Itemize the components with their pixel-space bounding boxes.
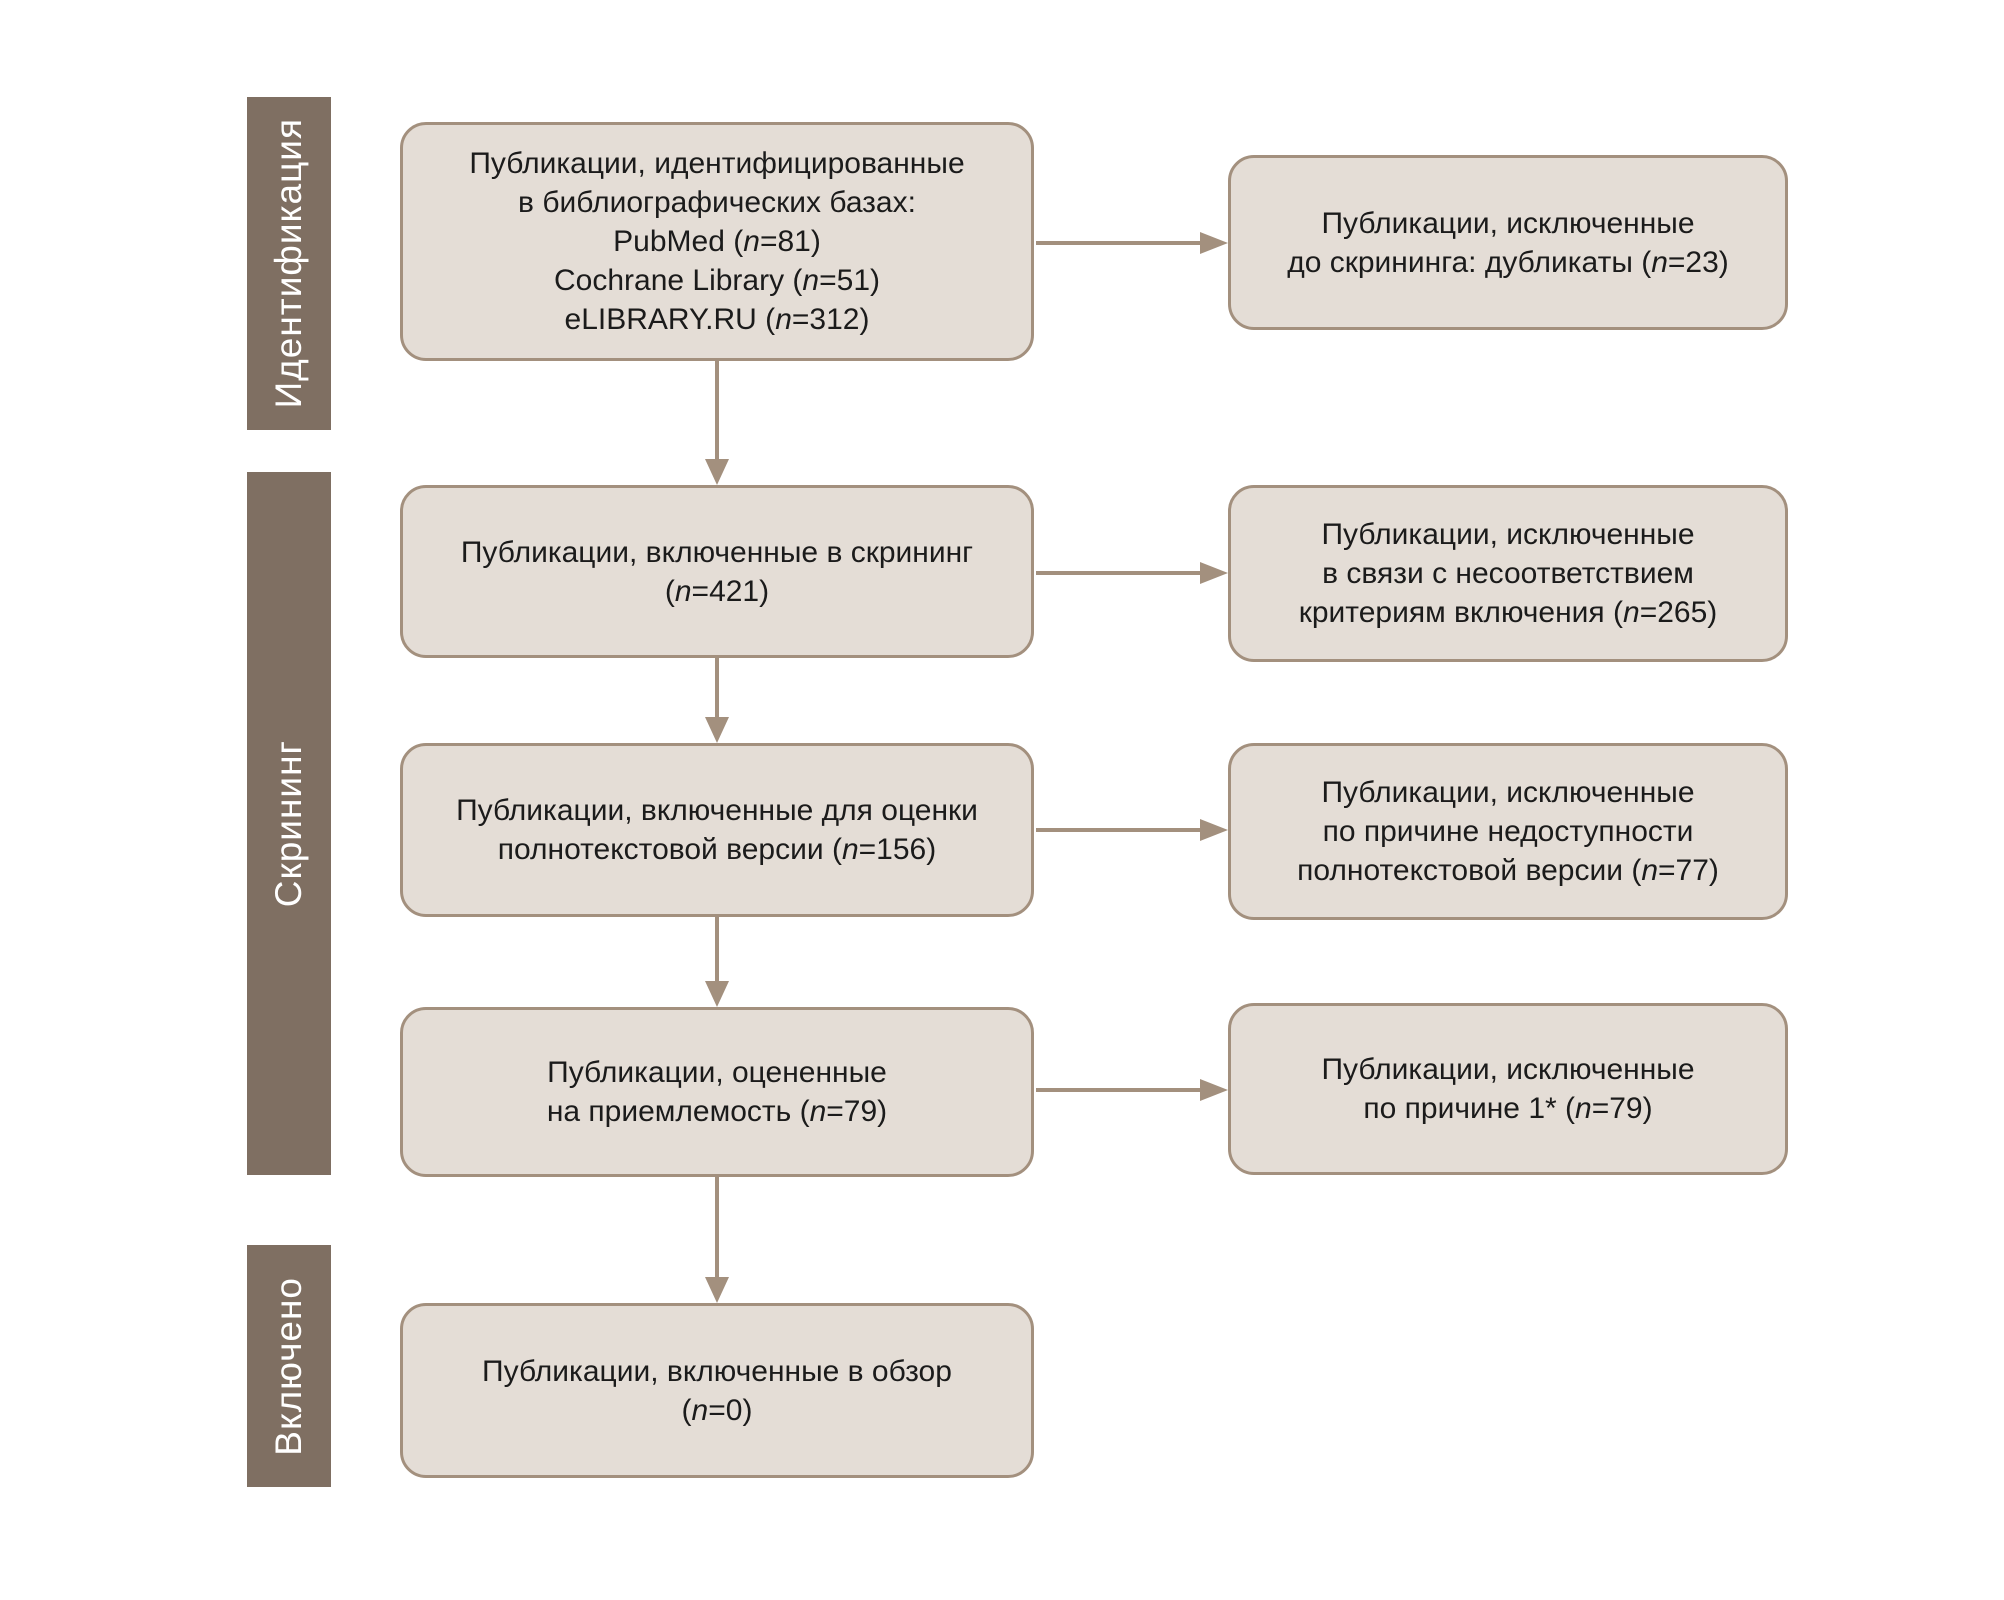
arrow-down-1-icon — [705, 361, 729, 485]
arrow-right-1-icon — [1036, 232, 1228, 254]
stage-label-screening: Скрининг — [268, 739, 309, 908]
box-text-line: (n=421) — [664, 574, 770, 608]
arrow-down-3-icon — [705, 917, 729, 1007]
box-text-line: до скрининга: дубликаты (n=23) — [1287, 245, 1729, 279]
arrow-shaft — [1036, 241, 1202, 245]
box-text-line: критериям включения (n=265) — [1298, 596, 1718, 629]
stage-label-included: Включено — [268, 1276, 309, 1456]
box-text-line: Публикации, исключенные — [1321, 206, 1695, 240]
box-text-line: по причине 1* (n=79) — [1363, 1092, 1653, 1125]
box-text-line: полнотекстовой версии (n=156) — [497, 833, 937, 866]
box-text-line: в связи с несоответствием — [1322, 557, 1694, 590]
flow-box-included-in-review: Публикации, включенные в обзор (n=0) — [400, 1303, 1034, 1478]
box-text-line: Cochrane Library (n=51) — [553, 264, 880, 297]
arrow-down-4-icon — [705, 1177, 729, 1303]
excluded-box-duplicates: Публикации, исключенные до скрининга: дуб… — [1228, 155, 1788, 330]
flow-box-fulltext-assessed: Публикации, включенные для оценки полноте… — [400, 743, 1034, 917]
box-text-line: Публикации, оцененные — [547, 1056, 887, 1089]
arrow-shaft — [1036, 828, 1202, 832]
excluded-box-reason-1: Публикации, исключенные по причине 1* (n=… — [1228, 1003, 1788, 1175]
arrow-head — [1200, 562, 1228, 584]
arrow-right-3-icon — [1036, 819, 1228, 841]
arrow-head — [705, 717, 729, 743]
arrow-head — [1200, 1079, 1228, 1101]
flow-box-eligibility-assessed: Публикации, оцененные на приемлемость (n=… — [400, 1007, 1034, 1177]
arrow-shaft — [1036, 1088, 1202, 1092]
arrow-right-2-icon — [1036, 562, 1228, 584]
stage-bar-identification: Идентификация — [247, 97, 331, 430]
arrow-head — [1200, 819, 1228, 841]
arrow-shaft — [715, 361, 719, 461]
box-text-line: полнотекстовой версии (n=77) — [1297, 854, 1719, 887]
box-text-line: Публикации, включенные для оценки — [456, 794, 978, 827]
arrow-head — [705, 1277, 729, 1303]
box-text-line: Публикации, включенные в скрининг — [460, 535, 974, 569]
box-text-line: Публикации, исключенные — [1321, 1053, 1695, 1086]
stage-bar-included: Включено — [247, 1245, 331, 1487]
stage-label-identification: Идентификация — [268, 118, 309, 409]
box-text-line: по причине недоступности — [1322, 815, 1694, 848]
box-text-line: Публикации, исключенные — [1321, 776, 1695, 809]
arrow-head — [1200, 232, 1228, 254]
arrow-shaft — [1036, 571, 1202, 575]
arrow-shaft — [715, 1177, 719, 1279]
box-text-line: PubMed (n=81) — [613, 225, 821, 258]
box-text-line: Публикации, идентифицированные — [469, 147, 965, 180]
box-text-line: Публикации, включенные в обзор — [482, 1354, 952, 1388]
arrow-right-4-icon — [1036, 1079, 1228, 1101]
box-text-line: eLIBRARY.RU (n=312) — [564, 303, 870, 336]
arrow-shaft — [715, 917, 719, 983]
box-text-line: Публикации, исключенные — [1321, 518, 1695, 551]
box-text-line: в библиографических базах: — [518, 186, 916, 219]
arrow-down-2-icon — [705, 658, 729, 743]
arrow-head — [705, 981, 729, 1007]
excluded-box-criteria-mismatch: Публикации, исключенные в связи с несоотв… — [1228, 485, 1788, 662]
flow-box-identified: Публикации, идентифицированные в библиогр… — [400, 122, 1034, 361]
stage-bar-screening: Скрининг — [247, 472, 331, 1175]
box-text-line: на приемлемость (n=79) — [546, 1095, 888, 1128]
excluded-box-fulltext-unavailable: Публикации, исключенные по причине недост… — [1228, 743, 1788, 920]
flow-box-screening-included: Публикации, включенные в скрининг (n=421) — [400, 485, 1034, 658]
arrow-shaft — [715, 658, 719, 719]
box-text-line: (n=0) — [681, 1393, 753, 1427]
arrow-head — [705, 459, 729, 485]
